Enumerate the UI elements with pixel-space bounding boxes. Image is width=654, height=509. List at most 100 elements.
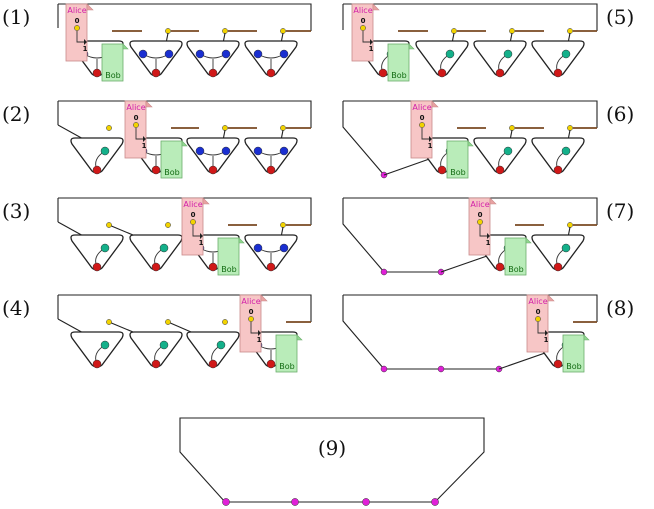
- panel-label: (7): [606, 199, 634, 223]
- panel-4: (4)Alice012Bob: [2, 294, 312, 373]
- alice-arrow-icon: [258, 330, 261, 336]
- teal-node: [159, 340, 169, 350]
- alice-arrow-icon: [200, 233, 203, 239]
- alice-tag-fold: [372, 3, 380, 11]
- red-node: [437, 68, 447, 78]
- red-node: [151, 165, 161, 175]
- frame-wire: [343, 3, 598, 31]
- alice-wire: [537, 322, 545, 334]
- red-node: [208, 68, 218, 78]
- alice-wire: [76, 31, 84, 43]
- blue-node: [279, 243, 289, 253]
- alice-wire: [421, 128, 429, 140]
- bob-tag: [446, 140, 469, 179]
- red-node: [266, 165, 276, 175]
- bob-tag-fold: [525, 237, 532, 244]
- bob-label: Bob: [105, 71, 120, 80]
- alice-yellow-node: [419, 122, 425, 128]
- magenta-node: [291, 498, 299, 506]
- yellow-terminal: [567, 125, 573, 131]
- blue-node: [164, 49, 174, 59]
- bob-tag-fold: [122, 43, 129, 50]
- panel-9: (9): [179, 417, 485, 506]
- panel-3: (3)Alice012Bob: [2, 197, 312, 276]
- panel-label: (8): [606, 296, 634, 320]
- bob-tag: [217, 237, 240, 276]
- yellow-terminal: [165, 28, 171, 34]
- alice-arrow-icon: [487, 233, 490, 239]
- index-one: 1: [428, 142, 433, 150]
- frame-wire: [58, 294, 312, 322]
- panel-label: (3): [2, 199, 30, 223]
- teal-node: [561, 49, 571, 59]
- blue-node: [195, 146, 205, 156]
- teal-node: [159, 243, 169, 253]
- bob-tag-fold: [181, 140, 188, 147]
- alice-index-zero: 0: [478, 211, 483, 219]
- yellow-terminal: [567, 28, 573, 34]
- alice-tag-fold: [431, 100, 439, 108]
- red-node: [208, 165, 218, 175]
- frame-wire: [343, 197, 598, 225]
- panel-1: (1)Alice012Bob: [2, 3, 312, 82]
- red-node: [92, 165, 102, 175]
- alice-yellow-node: [477, 219, 483, 225]
- teal-node: [100, 243, 110, 253]
- alice-label: Alice: [470, 200, 489, 209]
- alice-tag: [124, 100, 147, 159]
- blue-node: [253, 243, 263, 253]
- red-node: [437, 165, 447, 175]
- index-one: 1: [486, 239, 491, 247]
- bob-tag: [562, 334, 585, 373]
- alice-tag: [181, 197, 204, 256]
- yellow-terminal: [165, 319, 171, 325]
- alice-index-zero: 0: [249, 308, 254, 316]
- panel-label: (5): [606, 5, 634, 29]
- red-node: [553, 262, 563, 272]
- red-node: [553, 68, 563, 78]
- alice-tag-fold: [547, 294, 555, 302]
- yellow-terminal: [280, 28, 286, 34]
- bob-tag-fold: [238, 237, 245, 244]
- yellow-terminal: [509, 125, 515, 131]
- yellow-terminal: [509, 28, 515, 34]
- red-node: [208, 262, 218, 272]
- magenta-node: [362, 498, 370, 506]
- teal-node: [561, 243, 571, 253]
- panel-7: (7)Alice012Bob: [342, 197, 634, 276]
- yellow-terminal: [451, 28, 457, 34]
- blue-node: [279, 49, 289, 59]
- alice-arrow-icon: [143, 136, 146, 142]
- panel-8: (8)Alice012Bob: [342, 294, 634, 373]
- panel-label: (1): [2, 5, 30, 29]
- alice-yellow-node: [535, 316, 541, 322]
- magenta-node: [431, 498, 439, 506]
- blue-node: [253, 49, 263, 59]
- alice-arrow-icon: [370, 39, 373, 45]
- alice-tag: [65, 3, 88, 62]
- red-node: [151, 359, 161, 369]
- bob-tag-fold: [408, 43, 415, 50]
- yellow-terminal: [165, 222, 171, 228]
- teal-node: [503, 146, 513, 156]
- red-node: [266, 262, 276, 272]
- alice-index-zero: 0: [420, 114, 425, 122]
- magenta-node: [437, 365, 445, 373]
- final-hexagon-frame: [179, 417, 485, 503]
- alice-yellow-node: [248, 316, 254, 322]
- alice-index-zero: 0: [536, 308, 541, 316]
- alice-yellow-node: [133, 122, 139, 128]
- magenta-node: [380, 365, 388, 373]
- yellow-terminal: [280, 125, 286, 131]
- alice-label: Alice: [183, 200, 202, 209]
- yellow-terminal: [222, 125, 228, 131]
- bob-tag: [275, 334, 298, 373]
- alice-wire: [250, 322, 258, 334]
- bob-tag: [504, 237, 527, 276]
- bob-label: Bob: [450, 168, 465, 177]
- red-node: [553, 359, 563, 369]
- alice-label: Alice: [353, 6, 372, 15]
- red-node: [208, 359, 218, 369]
- alice-tag-fold: [86, 3, 94, 11]
- yellow-terminal: [222, 319, 228, 325]
